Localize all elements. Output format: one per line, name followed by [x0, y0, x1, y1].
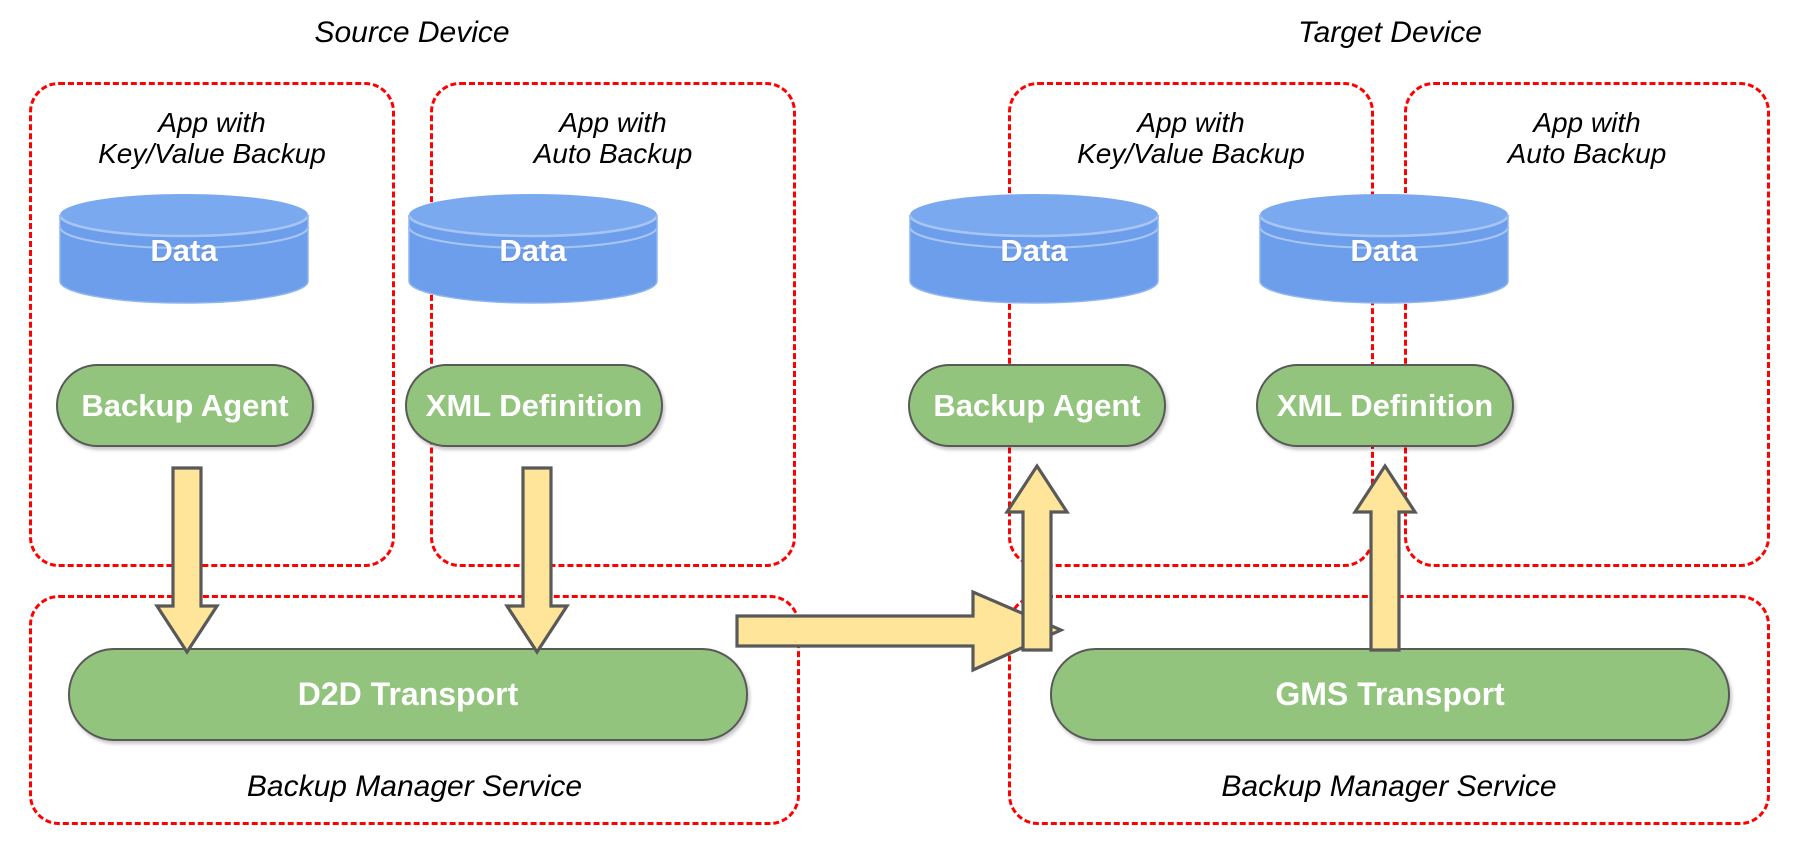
- service-label-source: Backup Manager Service: [246, 770, 583, 803]
- arrow-right-icon-d2d-to-gms: [735, 564, 1065, 694]
- arrow-up-icon-gms-to-agent: [1004, 462, 1070, 652]
- device-title-target: Target Device: [1298, 16, 1482, 49]
- app-label-source-auto: App with Auto Backup: [433, 107, 793, 170]
- data-cylinder-target-auto: Data: [1258, 193, 1510, 304]
- app-boundary-target-kv: App with Key/Value Backup: [1008, 82, 1374, 567]
- app-label-line2: Key/Value Backup: [1077, 138, 1305, 170]
- service-boundary-source: Backup Manager Service: [29, 595, 800, 825]
- component-backup-agent-target[interactable]: Backup Agent: [908, 364, 1166, 447]
- arrow-up-icon-gms-to-xml: [1352, 462, 1418, 652]
- component-gms-transport[interactable]: GMS Transport: [1050, 648, 1730, 741]
- component-d2d-transport[interactable]: D2D Transport: [68, 648, 748, 741]
- component-backup-agent-source[interactable]: Backup Agent: [56, 364, 314, 447]
- app-label-target-kv: App with Key/Value Backup: [1011, 107, 1371, 170]
- arrow-down-icon-agent-to-d2d: [154, 466, 220, 656]
- data-cylinder-source-auto: Data: [407, 193, 659, 304]
- app-label-line1: App with: [158, 107, 266, 138]
- device-title-source: Source Device: [314, 16, 510, 49]
- app-label-line2: Auto Backup: [1507, 138, 1667, 170]
- app-label-target-auto: App with Auto Backup: [1407, 107, 1767, 170]
- service-label-target: Backup Manager Service: [1221, 770, 1557, 803]
- arrow-down-icon-xml-to-d2d: [504, 466, 570, 656]
- data-cylinder-source-kv: Data: [58, 193, 310, 304]
- app-boundary-source-auto: App with Auto Backup: [430, 82, 796, 567]
- component-xml-definition-source[interactable]: XML Definition: [405, 364, 663, 447]
- app-label-line2: Auto Backup: [533, 138, 693, 170]
- app-label-line1: App with: [1533, 107, 1641, 138]
- app-boundary-source-kv: App with Key/Value Backup: [29, 82, 395, 567]
- data-cylinder-target-kv: Data: [908, 193, 1160, 304]
- app-label-source-kv: App with Key/Value Backup: [32, 107, 392, 170]
- app-label-line1: App with: [559, 107, 667, 138]
- app-boundary-target-auto: App with Auto Backup: [1404, 82, 1770, 567]
- component-xml-definition-target[interactable]: XML Definition: [1256, 364, 1514, 447]
- app-label-line1: App with: [1137, 107, 1245, 138]
- app-label-line2: Key/Value Backup: [98, 138, 326, 170]
